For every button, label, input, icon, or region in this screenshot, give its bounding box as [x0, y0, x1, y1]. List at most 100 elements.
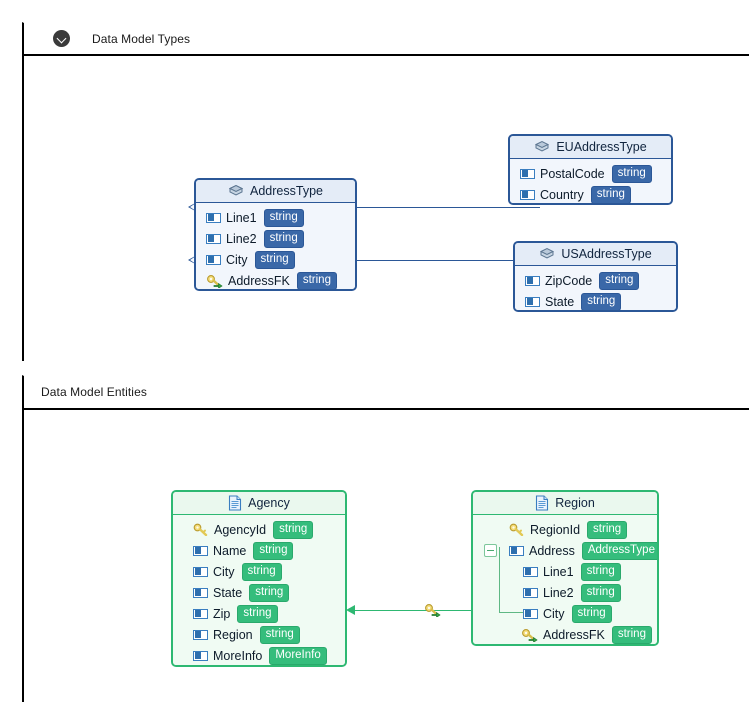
field-name: PostalCode — [540, 166, 605, 181]
field-name: Zip — [213, 606, 231, 621]
field-icon — [520, 168, 535, 179]
field-name: ZipCode — [545, 273, 593, 288]
panel-header-data-model-entities[interactable]: Data Model Entities — [24, 376, 749, 410]
node-us-address-type[interactable]: USAddressType ZipCode string State strin… — [513, 241, 678, 312]
field-type-badge: string — [263, 229, 304, 248]
field-type-badge: string — [581, 292, 622, 310]
connector-region-to-agency — [354, 610, 492, 611]
field-row[interactable]: City string — [473, 603, 657, 624]
node-header-eu-address-type: EUAddressType — [510, 136, 671, 159]
field-row[interactable]: State string — [515, 291, 676, 310]
connector-eu-to-address — [197, 207, 540, 208]
node-body-address-type: Line1 string Line2 string City string — [196, 203, 355, 289]
field-icon — [206, 233, 221, 244]
field-row[interactable]: RegionId string — [473, 519, 657, 540]
field-name: City — [543, 606, 565, 621]
primary-key-icon — [193, 523, 209, 537]
field-row[interactable]: Line2 string — [196, 228, 355, 249]
field-icon — [193, 608, 208, 619]
node-title: Agency — [248, 496, 290, 510]
entity-document-icon — [535, 495, 549, 511]
panel-body-data-model-types: AddressType Line1 string Line2 string — [24, 56, 749, 362]
field-icon — [193, 650, 208, 661]
field-name: RegionId — [530, 522, 581, 537]
entity-document-icon — [228, 495, 242, 511]
node-title: Region — [555, 496, 595, 510]
collapse-expander-minus-icon[interactable] — [484, 544, 497, 557]
field-row[interactable]: Zip string — [173, 603, 345, 624]
connector-us-to-address — [197, 260, 545, 261]
panel-body-data-model-entities: Agency AgencyId string — [24, 410, 749, 702]
field-icon — [509, 545, 524, 556]
field-name: Line1 — [226, 210, 257, 225]
field-type-badge: string — [241, 562, 282, 581]
field-type-badge: string — [249, 583, 290, 602]
foreign-key-icon — [424, 603, 441, 618]
node-eu-address-type[interactable]: EUAddressType PostalCode string Country … — [508, 134, 673, 205]
field-type-badge: string — [580, 583, 621, 602]
node-header-address-type: AddressType — [196, 180, 355, 203]
generalization-arrow-eu-inner — [189, 203, 196, 211]
node-title: USAddressType — [561, 247, 652, 261]
field-name: Address — [529, 543, 575, 558]
field-row[interactable]: MoreInfo MoreInfo — [173, 645, 345, 665]
node-title: EUAddressType — [556, 140, 647, 154]
field-type-badge: string — [611, 625, 652, 644]
field-row[interactable]: Line1 string — [473, 561, 657, 582]
field-type-badge: string — [273, 520, 314, 539]
node-address-type[interactable]: AddressType Line1 string Line2 string — [194, 178, 357, 291]
field-row[interactable]: Line1 string — [196, 207, 355, 228]
node-agency[interactable]: Agency AgencyId string — [171, 490, 347, 667]
field-row[interactable]: Country string — [510, 184, 671, 203]
field-icon — [523, 608, 538, 619]
primary-key-icon — [509, 523, 525, 537]
node-region[interactable]: Region Regi — [471, 490, 659, 646]
node-header-region: Region — [473, 492, 657, 515]
field-row[interactable]: City string — [196, 249, 355, 270]
field-name: Line1 — [543, 564, 574, 579]
field-name: AddressFK — [228, 273, 290, 288]
node-body-agency: AgencyId string Name string City string — [173, 515, 345, 665]
field-type-badge: string — [599, 271, 640, 290]
field-row[interactable]: City string — [173, 561, 345, 582]
field-name: AddressFK — [543, 627, 605, 642]
field-icon — [525, 296, 540, 307]
field-icon — [523, 566, 538, 577]
chevron-down-circle-icon[interactable] — [53, 30, 70, 47]
complex-type-icon — [534, 140, 550, 154]
field-row[interactable]: Name string — [173, 540, 345, 561]
node-title: AddressType — [250, 184, 323, 198]
field-name: Line2 — [543, 585, 574, 600]
field-type-badge: string — [590, 185, 631, 203]
field-name: Line2 — [226, 231, 257, 246]
field-row[interactable]: Region string — [173, 624, 345, 645]
panel-header-data-model-types[interactable]: Data Model Types — [24, 23, 749, 56]
field-icon — [206, 212, 221, 223]
node-header-us-address-type: USAddressType — [515, 243, 676, 266]
node-body-us-address-type: ZipCode string State string — [515, 266, 676, 310]
field-icon — [523, 587, 538, 598]
field-name: City — [213, 564, 235, 579]
node-header-agency: Agency — [173, 492, 345, 515]
field-row[interactable]: Address AddressType — [473, 540, 657, 561]
field-row[interactable]: AgencyId string — [173, 519, 345, 540]
field-type-badge: AddressType — [581, 541, 657, 560]
field-row[interactable]: AddressFK string — [196, 270, 355, 289]
field-icon — [193, 587, 208, 598]
field-type-badge: string — [571, 604, 612, 623]
field-type-badge: MoreInfo — [269, 646, 327, 665]
field-name: AgencyId — [214, 522, 267, 537]
field-row[interactable]: Line2 string — [473, 582, 657, 603]
field-row[interactable]: AddressFK string — [473, 624, 657, 644]
field-row[interactable]: PostalCode string — [510, 163, 671, 184]
panel-title: Data Model Types — [92, 31, 191, 46]
field-row[interactable]: ZipCode string — [515, 270, 676, 291]
field-name: Name — [213, 543, 247, 558]
complex-type-icon — [539, 247, 555, 261]
foreign-key-icon — [521, 628, 538, 643]
field-type-badge: string — [611, 164, 652, 183]
field-row[interactable]: State string — [173, 582, 345, 603]
field-name: Country — [540, 187, 584, 202]
field-type-badge: string — [296, 271, 337, 289]
